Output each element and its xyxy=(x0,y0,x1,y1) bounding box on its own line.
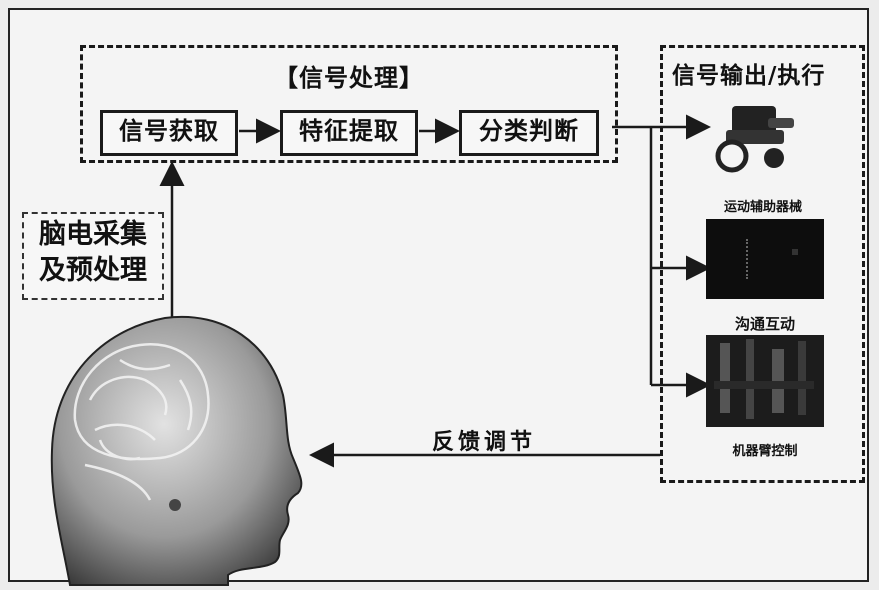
step-classification: 分类判断 xyxy=(459,110,599,156)
signal-output-title: 信号输出/执行 xyxy=(672,56,826,90)
step-feature-extraction: 特征提取 xyxy=(280,110,418,156)
output-label-communication: 沟通互动 xyxy=(734,315,795,333)
brain-icon xyxy=(73,343,210,501)
signal-output-group xyxy=(660,45,865,483)
screen-icon xyxy=(706,219,824,299)
output-label-wheelchair: 运动辅助器械 xyxy=(723,200,802,215)
eeg-acquisition-line-1: 脑电采集 xyxy=(39,219,147,250)
head-silhouette xyxy=(50,315,303,586)
signal-processing-group xyxy=(80,45,618,163)
output-label-robot-arm: 机器臂控制 xyxy=(732,444,798,459)
feedback-label: 反馈调节 xyxy=(432,430,537,455)
eeg-acquisition-label: 脑电采集 及预处理 xyxy=(22,212,164,300)
robot-arm-icon xyxy=(706,335,824,427)
eeg-acquisition-line-2: 及预处理 xyxy=(39,255,147,286)
signal-processing-title: 【信号处理】 xyxy=(270,58,428,93)
step-signal-acquisition: 信号获取 xyxy=(100,110,238,156)
